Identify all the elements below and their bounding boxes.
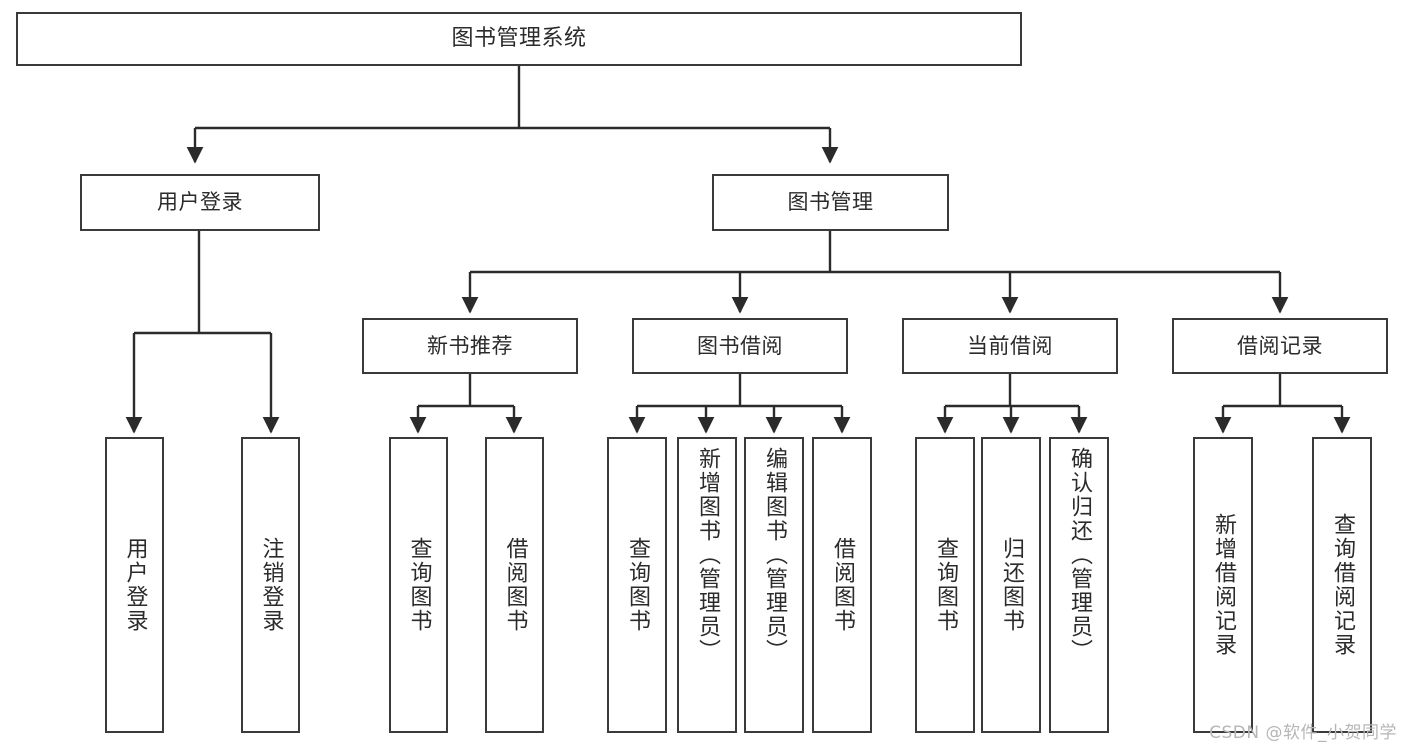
node-current-borrow-label: 当前借阅: [967, 333, 1053, 358]
node-user-login-label: 用户登录: [157, 190, 243, 215]
node-current-borrow[interactable]: 当前借阅: [902, 318, 1118, 374]
leaf-borrow-add-book[interactable]: 新增图书（管理员）: [677, 437, 737, 733]
leaf-new-book-borrow[interactable]: 借阅图书: [485, 437, 544, 733]
leaf-records-add-record-label: 新增借阅记录: [1211, 513, 1236, 657]
leaf-borrow-query-book-label: 查询图书: [625, 537, 650, 633]
node-borrow-records-label: 借阅记录: [1237, 333, 1323, 358]
leaf-current-confirm-return-label: 确认归还（管理员）: [1067, 447, 1092, 663]
node-book-manage[interactable]: 图书管理: [712, 174, 949, 231]
leaf-current-confirm-return[interactable]: 确认归还（管理员）: [1049, 437, 1109, 733]
leaf-new-book-query[interactable]: 查询图书: [389, 437, 448, 733]
node-book-manage-label: 图书管理: [787, 190, 874, 215]
leaf-user-login-signout[interactable]: 注销登录: [241, 437, 300, 733]
leaf-borrow-edit-book-label: 编辑图书（管理员）: [762, 447, 787, 663]
leaf-current-query-book[interactable]: 查询图书: [915, 437, 975, 733]
node-user-login[interactable]: 用户登录: [80, 174, 320, 231]
leaf-new-book-query-label: 查询图书: [406, 537, 432, 633]
leaf-current-return-book-label: 归还图书: [999, 537, 1024, 633]
leaf-borrow-borrow-book-label: 借阅图书: [830, 537, 855, 633]
node-borrow-records[interactable]: 借阅记录: [1172, 318, 1388, 374]
leaf-borrow-query-book[interactable]: 查询图书: [607, 437, 667, 733]
leaf-borrow-edit-book[interactable]: 编辑图书（管理员）: [744, 437, 804, 733]
leaf-current-query-book-label: 查询图书: [933, 537, 958, 633]
node-new-book-recommend[interactable]: 新书推荐: [362, 318, 578, 374]
node-book-borrow-label: 图书借阅: [697, 333, 783, 358]
leaf-user-login-signin[interactable]: 用户登录: [105, 437, 164, 733]
leaf-records-query-record[interactable]: 查询借阅记录: [1312, 437, 1372, 733]
node-book-borrow[interactable]: 图书借阅: [632, 318, 848, 374]
leaf-borrow-borrow-book[interactable]: 借阅图书: [812, 437, 872, 733]
leaf-user-login-signin-label: 用户登录: [122, 537, 148, 633]
leaf-current-return-book[interactable]: 归还图书: [981, 437, 1041, 733]
watermark-text: CSDN @软件_小贺同学: [1209, 723, 1397, 743]
leaf-borrow-add-book-label: 新增图书（管理员）: [695, 447, 720, 663]
node-root-system-label: 图书管理系统: [451, 26, 587, 52]
node-new-book-recommend-label: 新书推荐: [427, 333, 513, 358]
leaf-user-login-signout-label: 注销登录: [258, 537, 284, 633]
leaf-new-book-borrow-label: 借阅图书: [502, 537, 528, 633]
leaf-records-query-record-label: 查询借阅记录: [1330, 513, 1355, 657]
node-root-system[interactable]: 图书管理系统: [16, 12, 1022, 66]
leaf-records-add-record[interactable]: 新增借阅记录: [1193, 437, 1253, 733]
